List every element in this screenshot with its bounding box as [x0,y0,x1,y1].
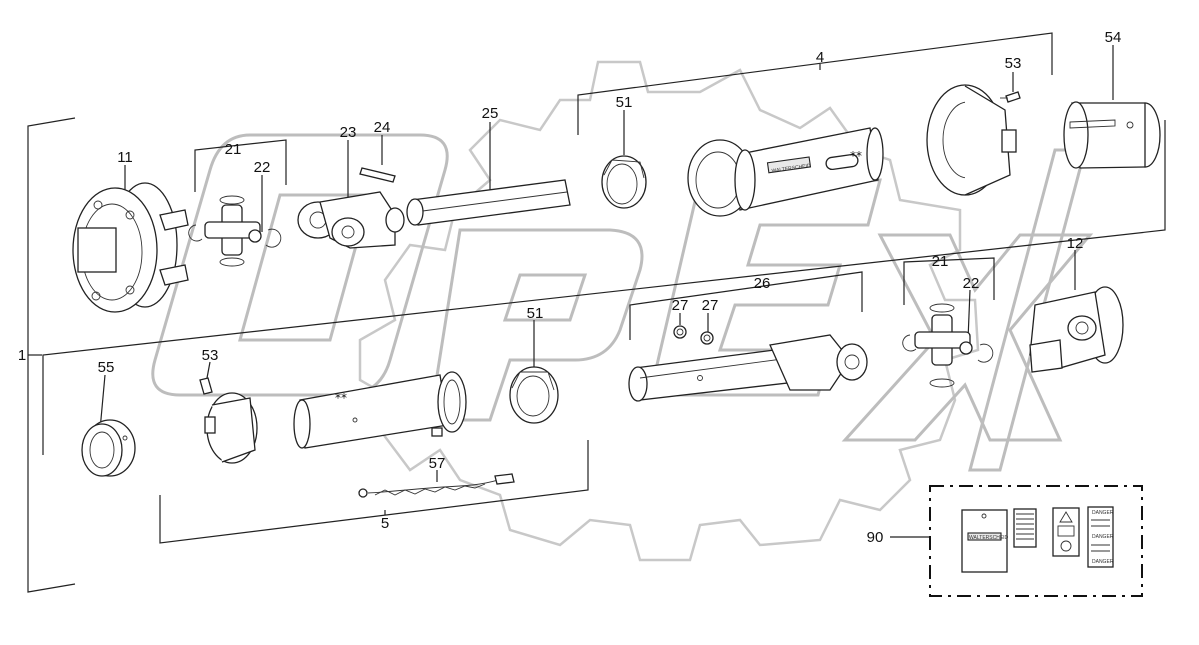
label-25: 25 [482,105,499,122]
leader-lines [99,45,1114,538]
sticker-brand-text: WALTERSCHEID [969,535,1009,541]
label-4: 4 [816,49,824,66]
label-1: 1 [18,347,26,364]
part-53-screw-lower [199,377,213,395]
bracket-divider [42,120,1166,455]
bracket-4 [577,32,1053,135]
warning-sticker [1052,507,1080,557]
watermark-letter-o [151,133,449,397]
label-53-upper: 53 [1005,55,1022,72]
danger-label-b: DANGER [1092,534,1114,540]
danger-label-c: DANGER [1092,559,1114,565]
part-27-grease-nipple-a [673,325,687,339]
label-21-lower: 21 [932,253,949,270]
part-51-bearing-ring-lower [509,366,559,424]
part-23-yoke [297,191,405,249]
label-54: 54 [1105,29,1122,46]
danger-sticker-strip [1087,506,1114,568]
label-23: 23 [340,124,357,141]
label-22-upper: 22 [254,159,271,176]
part-55-ring [81,419,136,477]
part-21-cross-kit-lower [902,303,994,388]
part-90-sticker-kit: WALTERSCHEID DANGER DANGER DANGER [929,485,1143,597]
danger-label-a: DANGER [1092,510,1114,516]
label-53-lower: 53 [202,347,219,364]
bracket-26 [629,271,863,340]
part-25-inner-tube [406,179,571,226]
leader-53b [206,361,211,379]
label-90: 90 [867,529,884,546]
watermark-letter-p [428,228,644,422]
label-27-a: 27 [672,297,689,314]
label-51-lower: 51 [527,305,544,322]
manual-booklet [961,509,1008,573]
bracket-5 [159,440,589,544]
part-outer-tube-upper: WALTERSCHEID ** [687,127,884,217]
label-5: 5 [381,515,389,532]
bracket-1 [27,117,76,593]
bracket-21-upper [194,139,287,192]
leader-55 [99,374,106,431]
sticker-kit-frame [929,485,1143,597]
label-55: 55 [98,359,115,376]
part-guard-cone-lower [204,392,258,464]
label-57: 57 [429,455,446,472]
label-21-upper: 21 [225,141,242,158]
part-21-cross-kit-upper [188,195,282,267]
part-54-sleeve [1063,101,1161,169]
part-outer-tube-lower: ** [293,371,467,449]
sticker-label-small [1013,508,1037,548]
watermark-letter-x [841,233,1094,442]
leader-22b [967,289,971,341]
bracket-21-lower [903,257,995,305]
label-26: 26 [754,275,771,292]
group-brackets [27,32,1166,593]
part-27-grease-nipple-b [700,331,714,345]
opex-watermark [151,60,1094,562]
part-11-flange-yoke [72,182,189,313]
part-12-yoke [1029,286,1124,373]
watermark-gear-outline [358,60,980,562]
label-11: 11 [117,149,133,166]
label-51-upper: 51 [616,94,633,111]
part-24-pin [359,167,396,183]
label-12: 12 [1067,235,1084,252]
part-labels: 1 4 5 11 12 21 21 22 22 23 24 25 26 27 2… [18,29,1122,546]
part-guard-cone-upper [926,84,1017,196]
watermark-letter-e [648,178,882,397]
stars-mark-upper: ** [850,149,862,163]
part-57-chain [358,473,515,498]
part-26-inner-tube-yoke [628,334,868,402]
label-27-b: 27 [702,297,719,314]
stars-mark-lower: ** [335,391,347,405]
tube-brand-text: WALTERSCHEID [771,163,811,174]
part-53-screw-upper [1000,91,1021,103]
part-51-bearing-ring-upper [601,155,647,209]
label-24: 24 [374,119,391,136]
label-22-lower: 22 [963,275,980,292]
